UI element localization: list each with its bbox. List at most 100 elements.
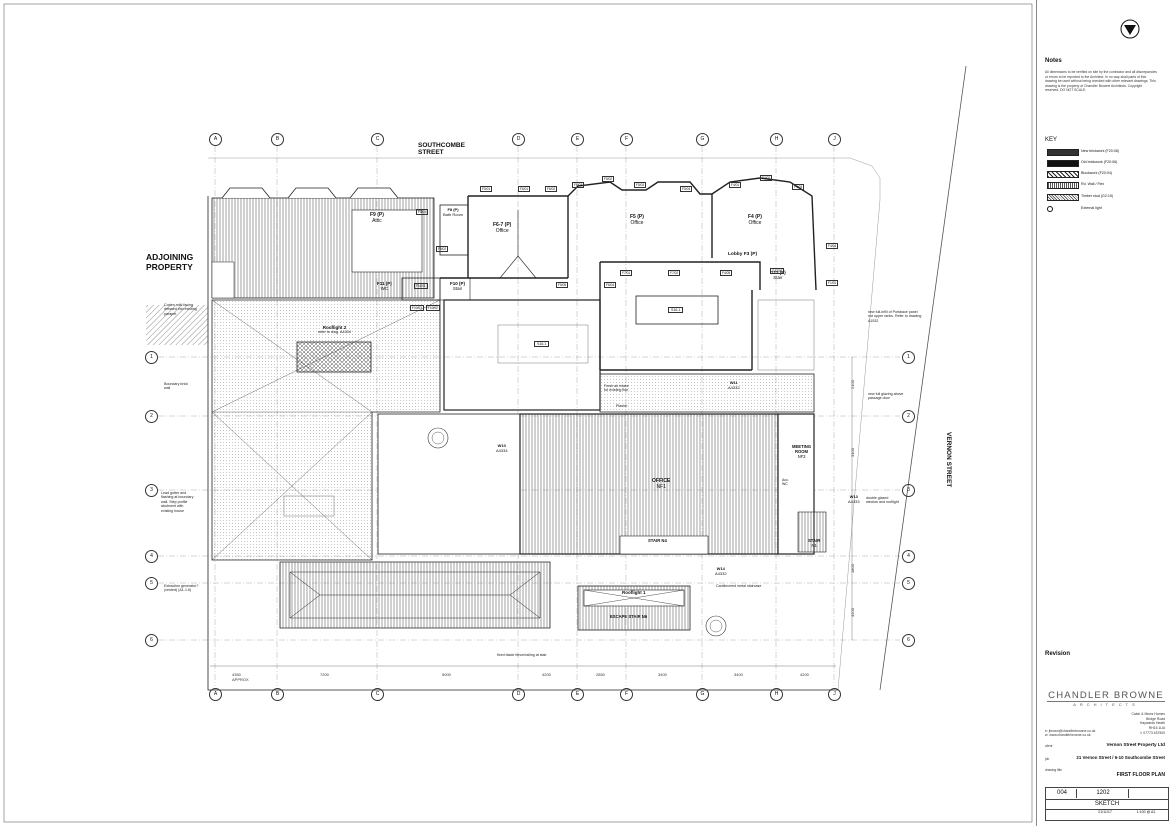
key-label: Old brickwork (F20:06)	[1081, 160, 1118, 164]
stair-n1-code: N1	[811, 543, 817, 548]
door-tag: F10/02	[426, 305, 440, 311]
drawing-title: FIRST FLOOR PLAN	[1116, 772, 1165, 778]
client-label: client	[1045, 744, 1053, 748]
key-label: Blockwork (F20:04)	[1081, 171, 1112, 175]
room-f8-name: F8 (P)	[447, 207, 459, 212]
job-name: 21 Vernon Street / 6-10 Southcombe Stree…	[1076, 755, 1165, 760]
room-f11-use: WC	[380, 286, 389, 291]
grid-row-right-6: 6	[902, 634, 915, 647]
key-row-blockwork: Blockwork (F20:04)	[1047, 171, 1167, 178]
room-f4-name: F4 (P)	[748, 214, 762, 220]
dwg-number: 1202	[1078, 789, 1129, 798]
note-double-glazed: double glazed window and rooflight	[866, 496, 899, 505]
s13-label: S16.1	[668, 307, 684, 313]
door-tag: F6/03	[572, 182, 585, 188]
key-row-rd-wall: Rd. Wall / Flex	[1047, 182, 1167, 189]
w13-name: W13	[849, 494, 858, 499]
key-label: Timber stud (G2:15)	[1081, 194, 1114, 198]
room-f11-name: F11 (P)	[377, 281, 392, 286]
door-tag: F6/04	[604, 282, 617, 288]
door-tag: F7/01	[620, 270, 633, 276]
grid-col-bottom-f: F	[620, 688, 633, 701]
room-f8: F8 (P)Bath Room	[443, 207, 463, 217]
room-f4-use: Office	[748, 220, 762, 226]
dim-fg: 3400	[658, 672, 667, 677]
grid-col-top-a: A	[209, 133, 222, 146]
door-tag: F5/05	[556, 282, 569, 288]
dim-bc: 7200	[320, 672, 329, 677]
note-extraction: Extraction generator? (vented) (A1-1.6)	[164, 584, 199, 593]
key-swatch	[1047, 194, 1079, 201]
grid-row-right-1: 1	[902, 351, 915, 364]
note-planter: Planter	[616, 404, 628, 408]
key-label: New brickwork (F20:08)	[1081, 149, 1119, 153]
vernon-street-label: VERNON STREET	[945, 432, 952, 488]
note-lead-gutter: Lead gutter and flashing at boundary wal…	[161, 491, 194, 513]
status: SKETCH	[1046, 799, 1168, 810]
room-f6-7-name: F6-7 (P)	[493, 222, 512, 228]
room-f9-use: Attic	[372, 218, 382, 224]
drawing-title-label: drawing title	[1045, 768, 1063, 772]
revision-heading: Revision	[1045, 651, 1071, 657]
grid-col-top-b: B	[271, 133, 284, 146]
grid-row-left-6: 6	[145, 634, 158, 647]
grid-col-top-j: J	[828, 133, 841, 146]
dim-56: 4200	[849, 608, 855, 617]
room-g12: G12 (P)Stair	[770, 270, 786, 280]
grid-col-bottom-d: D	[512, 688, 525, 701]
dim-ab: 4350 APPROX	[232, 672, 249, 682]
key-label: External light	[1081, 206, 1102, 210]
grid-col-bottom-h: H	[770, 688, 783, 701]
adjoining-property-label: ADJOINING PROPERTY	[146, 252, 194, 272]
grid-row-right-4: 4	[902, 550, 915, 563]
key-row-new-brick: New brickwork (F20:08)	[1047, 149, 1167, 156]
rooflight-2-ref: refer to dwg. A4304	[318, 330, 351, 334]
note-cantilever-stair: Cantilevered metal staircase	[716, 584, 762, 588]
firm-name: CHANDLER BROWNE	[1048, 690, 1164, 701]
firm-logo: CHANDLER BROWNE ARCHITECTS	[1047, 690, 1165, 707]
firm-email: e: jbrown@chandlerbrowne.co.uk w: www.ch…	[1045, 729, 1096, 738]
w14-ref: A4332	[715, 571, 727, 576]
grid-row-right-5: 5	[902, 577, 915, 590]
room-f11: F11 (P)WC	[377, 281, 392, 291]
grid-col-top-h: H	[770, 133, 783, 146]
meeting-code: NF3	[797, 454, 806, 459]
grid-col-top-d: D	[512, 133, 525, 146]
drawing-number-box: 004 1202 SKETCH 21/11/17 1:100 @ A1	[1045, 787, 1169, 821]
meeting-name: MEETING ROOM	[792, 444, 812, 454]
room-g12-name: G12 (P)	[770, 270, 786, 275]
note-railing: fixed blade fence/railing at stair	[497, 653, 547, 657]
w10-ref: A4334	[496, 448, 508, 453]
note-passage-door: new full glazing above passage door	[868, 392, 904, 401]
w14-name: W14	[716, 566, 725, 571]
room-f10-use: Stair	[452, 286, 463, 291]
s16-label: S16.1	[534, 341, 550, 347]
w13-ref: A4333	[848, 499, 860, 504]
key-row-old-brick: Old brickwork (F20:06)	[1047, 160, 1167, 167]
door-tag: F6/02	[545, 186, 558, 192]
door-tag: F5/04	[680, 186, 693, 192]
key-swatch	[1047, 149, 1079, 156]
firm-phone: t: 07773 457500	[1140, 731, 1165, 735]
office-name: OFFICE	[652, 478, 671, 484]
grid-col-bottom-b: B	[271, 688, 284, 701]
grid-row-left-2: 2	[145, 410, 158, 423]
note-fresh-air: Fresh air intake for existing flue	[604, 384, 629, 393]
door-tag: F8/02	[436, 246, 449, 252]
firm-sub: ARCHITECTS	[1047, 701, 1165, 707]
grid-row-right-3: 3	[902, 484, 915, 497]
note-glazed-panel: new full-infill of Portalace panel not u…	[868, 310, 922, 323]
grid-row-left-4: 4	[145, 550, 158, 563]
note-boundary-wall: Boundary brick wall	[164, 382, 188, 391]
room-f9-name: F9 (P)	[370, 212, 384, 218]
dim-cd: 5000	[442, 672, 451, 677]
w11-ref: A4332	[728, 385, 740, 390]
door-tag: F4/03	[792, 184, 805, 190]
grid-col-top-e: E	[571, 133, 584, 146]
